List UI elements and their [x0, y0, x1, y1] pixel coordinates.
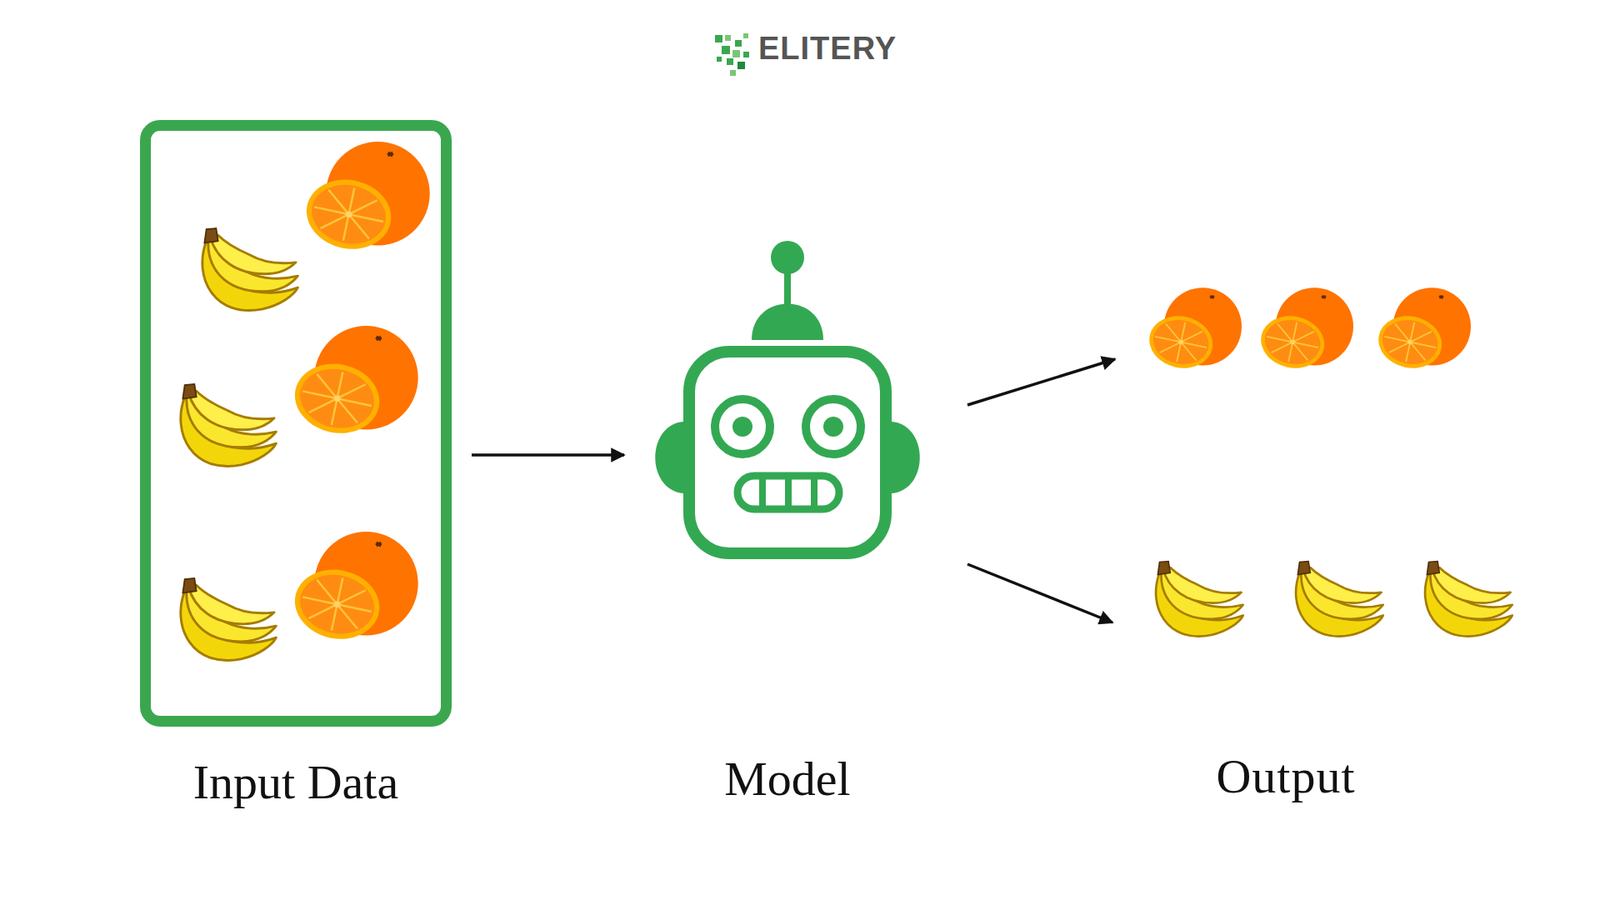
node-heading: Model [724, 752, 850, 806]
node-heading: Input Data [193, 755, 399, 810]
logo-text: ELITERY [758, 31, 897, 67]
flow-arrow [471, 453, 625, 457]
robot-icon [640, 240, 935, 563]
model-robot: Model [640, 240, 935, 563]
section-label: Output [1215, 750, 1355, 804]
input-data-box: Input Data [140, 120, 452, 727]
